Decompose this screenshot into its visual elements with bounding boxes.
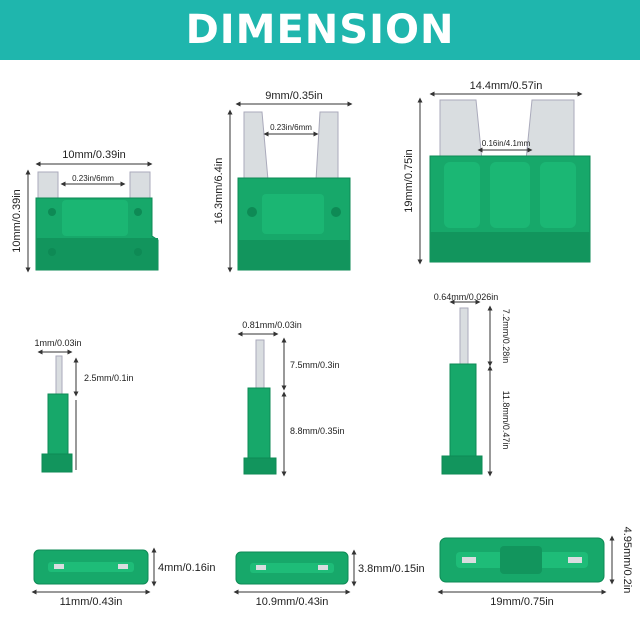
standard-top-height-label: 3.8mm/0.15in bbox=[358, 563, 425, 575]
standard-fuse-side bbox=[243, 339, 277, 475]
standard-top-width-label: 10.9mm/0.43in bbox=[256, 596, 329, 608]
mini-fuse-top bbox=[33, 549, 149, 585]
mini-fuse-side bbox=[41, 355, 73, 473]
mini-width-label: 10mm/0.39in bbox=[62, 149, 126, 161]
standard-fuse-front bbox=[237, 111, 351, 271]
maxi-height-label: 19mm/0.75in bbox=[403, 149, 415, 213]
mini-blade-label: 2.5mm/0.1in bbox=[84, 373, 134, 383]
maxi-body-label: 11.8mm/0.47in bbox=[501, 391, 511, 450]
dimension-diagram: 10mm/0.39in 0.23in/6mm 10mm/0.39in 9mm/0… bbox=[11, 80, 633, 608]
standard-gap-label: 0.23in/6mm bbox=[270, 123, 312, 132]
maxi-fuse-front bbox=[429, 99, 591, 263]
mini-gap-label: 0.23in/6mm bbox=[72, 174, 114, 183]
maxi-top-height-label: 4.95mm/0.2in bbox=[621, 527, 633, 594]
maxi-width-label: 14.4mm/0.57in bbox=[470, 80, 543, 92]
maxi-fuse-top bbox=[439, 537, 605, 583]
mini-fuse-front bbox=[35, 171, 159, 271]
title-banner: DIMENSION bbox=[0, 0, 640, 60]
standard-fuse-top bbox=[235, 551, 349, 585]
mini-height-label: 10mm/0.39in bbox=[11, 189, 23, 253]
standard-width-label: 9mm/0.35in bbox=[265, 90, 322, 102]
standard-thickness-label: 0.81mm/0.03in bbox=[242, 320, 302, 330]
standard-height-label: 16.3mm/6.4in bbox=[213, 158, 225, 225]
maxi-top-width-label: 19mm/0.75in bbox=[490, 596, 554, 608]
mini-top-width-label: 11mm/0.43in bbox=[60, 596, 123, 608]
mini-thickness-label: 1mm/0.03in bbox=[34, 338, 81, 348]
standard-blade-label: 7.5mm/0.3in bbox=[290, 360, 340, 370]
maxi-blade-label: 7.2mm/0.28in bbox=[501, 309, 511, 364]
maxi-gap-label: 0.16in/4.1mm bbox=[482, 139, 531, 148]
maxi-fuse-side bbox=[441, 307, 483, 475]
standard-body-label: 8.8mm/0.35in bbox=[290, 426, 345, 436]
page-title: DIMENSION bbox=[185, 7, 455, 53]
maxi-thickness-label: 0.64mm/0.026in bbox=[434, 292, 499, 302]
mini-top-height-label: 4mm/0.16in bbox=[158, 562, 215, 574]
